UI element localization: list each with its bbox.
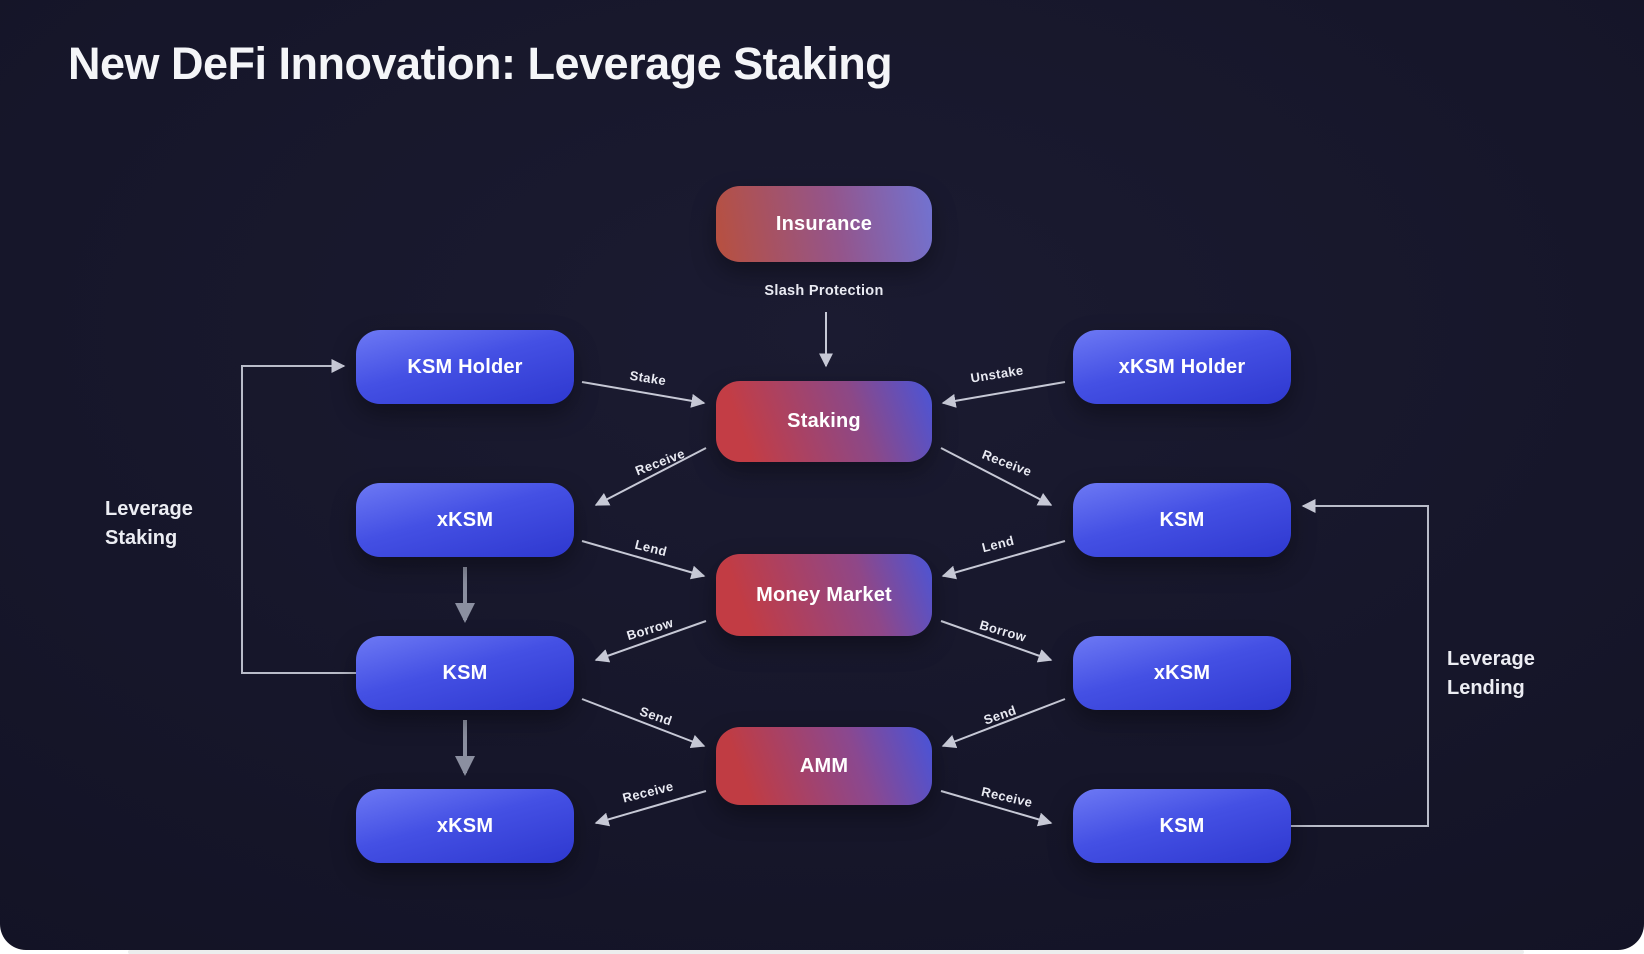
slash-protection-label: Slash Protection xyxy=(764,283,884,299)
edge-label-receive-amm-right: Receive xyxy=(980,783,1034,811)
node-ksm-holder: KSM Holder xyxy=(356,330,574,404)
leverage-lending-label: Leverage Lending xyxy=(1447,648,1535,699)
node-ksm-right-top-label: KSM xyxy=(1159,508,1205,531)
edge-label-borrow-left: Borrow xyxy=(624,614,676,644)
edge-label-receive-staking-right: Receive xyxy=(980,446,1034,480)
node-staking-label: Staking xyxy=(787,410,861,432)
node-xksm-right: xKSM xyxy=(1073,636,1291,710)
edge-label-stake: Stake xyxy=(628,367,668,389)
node-money-market: Money Market xyxy=(716,554,932,636)
node-xksm-left-top-label: xKSM xyxy=(436,508,494,531)
edge-label-receive-amm-left: Receive xyxy=(620,778,676,806)
loop-leverage-staking xyxy=(241,359,356,674)
edge-label-send-right: Send xyxy=(981,702,1019,728)
edge-label-lend-right: Lend xyxy=(980,532,1016,556)
arrow-unstake xyxy=(941,381,1066,408)
edge-label-borrow-right: Borrow xyxy=(977,617,1029,645)
node-amm: AMM xyxy=(716,727,932,805)
node-ksm-left-label: KSM xyxy=(442,661,488,684)
edge-label-send-left: Send xyxy=(637,703,675,729)
edge-label-unstake: Unstake xyxy=(969,362,1025,386)
edge-label-receive-staking-left: Receive xyxy=(633,445,687,479)
node-ksm-right-bottom-label: KSM xyxy=(1159,814,1205,837)
node-amm-label: AMM xyxy=(799,754,849,777)
node-staking: Staking xyxy=(716,381,932,462)
node-money-market-label: Money Market xyxy=(756,583,892,606)
node-ksm-right-top: KSM xyxy=(1073,483,1291,557)
node-xksm-right-label: xKSM xyxy=(1153,661,1211,684)
node-xksm-left-bottom: xKSM xyxy=(356,789,574,863)
node-xksm-left-top: xKSM xyxy=(356,483,574,557)
loop-leverage-lending xyxy=(1291,499,1429,827)
node-insurance: Insurance xyxy=(716,186,932,262)
node-xksm-holder: xKSM Holder xyxy=(1073,330,1291,404)
leverage-staking-label: Leverage Staking xyxy=(105,498,193,549)
arrow-stake xyxy=(581,381,706,408)
node-insurance-label: Insurance xyxy=(775,212,873,235)
edge-label-lend-left: Lend xyxy=(633,536,669,560)
node-xksm-left-bottom-label: xKSM xyxy=(436,814,494,837)
page-title: New DeFi Innovation: Leverage Staking xyxy=(68,38,893,89)
bottom-edge-strip xyxy=(128,950,1524,954)
node-ksm-left: KSM xyxy=(356,636,574,710)
node-ksm-holder-label: KSM Holder xyxy=(407,355,523,378)
node-xksm-holder-label: xKSM Holder xyxy=(1118,355,1246,378)
node-ksm-right-bottom: KSM xyxy=(1073,789,1291,863)
